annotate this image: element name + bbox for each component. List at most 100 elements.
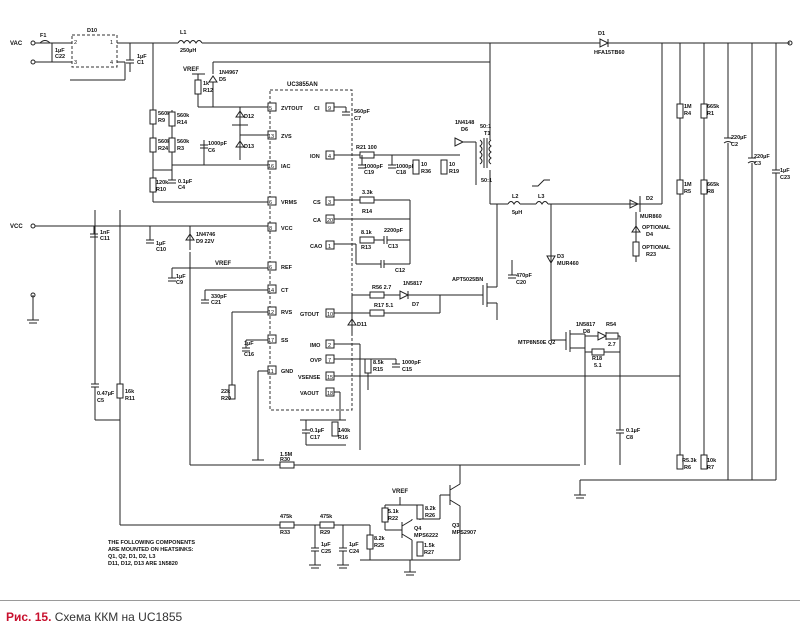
svg-text:2: 2	[328, 343, 331, 349]
resistor-r16	[331, 421, 339, 437]
svg-text:R17 5.1: R17 5.1	[374, 303, 393, 309]
diode-d4	[631, 225, 641, 233]
svg-text:13: 13	[268, 134, 274, 140]
fuse-label: F1	[40, 33, 46, 39]
diode-d8	[597, 331, 608, 341]
svg-text:C12: C12	[395, 268, 405, 274]
ic-outline	[269, 89, 353, 411]
resistor-r27	[416, 541, 424, 557]
svg-text:MTP8N50E Q2: MTP8N50E Q2	[518, 340, 555, 346]
svg-text:16: 16	[268, 164, 274, 170]
figure-number: Рис. 15.	[6, 610, 52, 624]
resistor-r33	[279, 521, 295, 529]
svg-text:7: 7	[328, 358, 331, 364]
svg-text:IAC: IAC	[281, 164, 291, 170]
svg-text:9: 9	[328, 106, 331, 112]
svg-text:4: 4	[110, 60, 113, 66]
svg-text:D13: D13	[244, 144, 254, 150]
svg-text:3: 3	[74, 60, 77, 66]
svg-text:6: 6	[269, 265, 272, 271]
svg-text:L3: L3	[538, 194, 544, 200]
transformer-t1	[479, 139, 483, 165]
svg-text:17: 17	[268, 338, 274, 344]
resistor-r3	[168, 137, 176, 153]
resistor-r17	[369, 309, 385, 317]
svg-text:RVS: RVS	[281, 310, 293, 316]
svg-text:CS: CS	[313, 200, 321, 206]
resistor-r15	[364, 358, 372, 374]
svg-text:VREF: VREF	[215, 261, 231, 267]
diode-d7	[399, 290, 410, 300]
resistor-r12	[194, 79, 202, 95]
resistor-r13	[359, 236, 375, 244]
svg-text:SS: SS	[281, 338, 289, 344]
resistor-r24	[149, 137, 157, 153]
svg-text:CI: CI	[314, 106, 320, 112]
svg-text:IMO: IMO	[310, 343, 321, 349]
svg-text:ION: ION	[310, 154, 320, 160]
svg-text:4: 4	[328, 154, 331, 160]
svg-text:1: 1	[328, 244, 331, 250]
diode-d5	[208, 75, 218, 83]
resistor-r22	[381, 507, 389, 523]
svg-text:14: 14	[268, 288, 274, 294]
svg-text:18: 18	[327, 391, 333, 397]
svg-text:8: 8	[269, 226, 272, 232]
inductor-l3	[535, 201, 549, 205]
resistor-r11	[116, 383, 124, 399]
resistor-r54	[605, 332, 619, 340]
svg-text:CA: CA	[313, 218, 321, 224]
svg-text:1: 1	[110, 40, 113, 46]
resistor-r26	[416, 504, 424, 520]
svg-text:VSENSE: VSENSE	[298, 375, 321, 381]
diode-d2	[629, 199, 640, 209]
resistor-r29	[319, 521, 335, 529]
inductor-l2	[507, 201, 521, 205]
svg-text:ZVS: ZVS	[281, 134, 292, 140]
svg-text:20: 20	[327, 218, 333, 224]
svg-text:CAO: CAO	[310, 244, 323, 250]
resistor-r19	[440, 159, 448, 175]
caption-bar: Рис. 15. Схема ККМ на UC1855	[0, 600, 800, 636]
